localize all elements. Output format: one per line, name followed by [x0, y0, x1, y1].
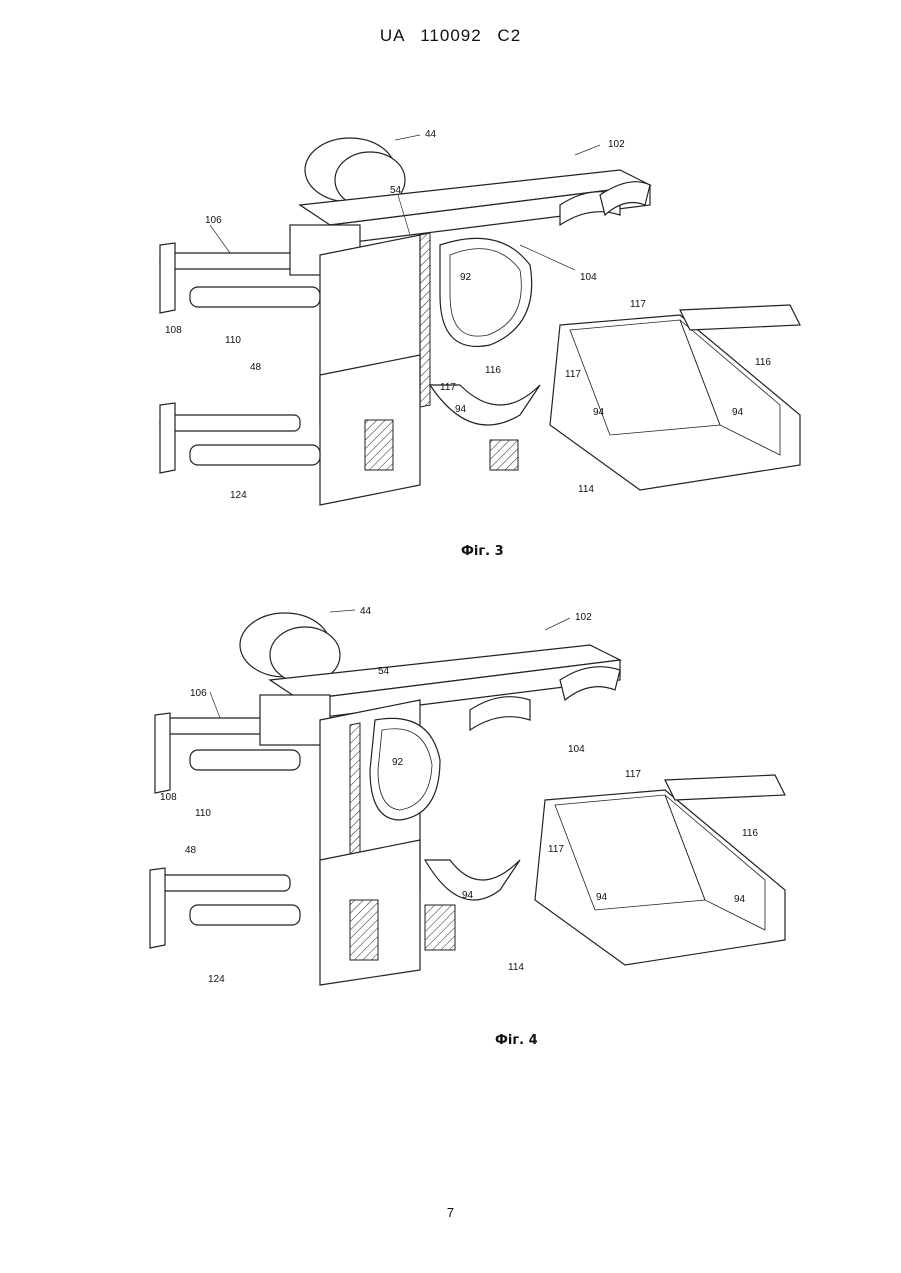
- figure-3-caption: Фіг. 3: [461, 544, 504, 559]
- patent-header: UA 110092 C2: [0, 26, 901, 46]
- fig3-label-124: 124: [230, 490, 247, 501]
- fig3-label-116-a: 116: [755, 357, 771, 368]
- fig4-label-48: 48: [185, 845, 197, 856]
- fig3-label-94-c: 94: [732, 407, 744, 418]
- fig3-label-104: 104: [580, 272, 597, 283]
- fig3-label-44: 44: [425, 129, 437, 140]
- fig4-label-117-b: 117: [548, 844, 564, 855]
- fig3-label-54: 54: [390, 185, 402, 196]
- page-number: 7: [0, 1205, 901, 1220]
- fig3-label-94-b: 94: [593, 407, 605, 418]
- fig3-label-106: 106: [205, 215, 222, 226]
- fig4-label-110: 110: [195, 808, 211, 819]
- fig3-label-114: 114: [578, 484, 594, 495]
- fig4-label-117-a: 117: [625, 769, 641, 780]
- fig3-label-94-a: 94: [455, 404, 467, 415]
- fig3-label-110: 110: [225, 335, 241, 346]
- fig4-label-124: 124: [208, 974, 225, 985]
- fig3-label-92: 92: [460, 272, 472, 283]
- fig3-label-48: 48: [250, 362, 262, 373]
- fig4-label-116: 116: [742, 828, 758, 839]
- fig3-label-116-b: 116: [485, 365, 501, 376]
- fig3-label-117-c: 117: [565, 369, 581, 380]
- fig3-label-117-b: 117: [440, 382, 456, 393]
- fig4-label-92: 92: [392, 757, 404, 768]
- figure-4-caption: Фіг. 4: [495, 1033, 538, 1048]
- fig3-label-108: 108: [165, 325, 182, 336]
- fig3-label-102: 102: [608, 139, 625, 150]
- fig4-label-104: 104: [568, 744, 585, 755]
- fig4-label-114: 114: [508, 962, 524, 973]
- fig4-label-94-a: 94: [462, 890, 474, 901]
- fig3-label-117-a: 117: [630, 299, 646, 310]
- figure-4-drawing: 44 102 106 54 92 104 108 110 117 116 48 …: [120, 600, 810, 1000]
- fig4-label-102: 102: [575, 612, 592, 623]
- fig4-label-94-b: 94: [596, 892, 608, 903]
- fig4-label-108: 108: [160, 792, 177, 803]
- figure-3-drawing: 44 102 106 54 92 104 108 110 117 116 48 …: [120, 125, 810, 525]
- fig4-label-54: 54: [378, 666, 390, 677]
- fig4-label-44: 44: [360, 606, 372, 617]
- fig4-label-106: 106: [190, 688, 207, 699]
- fig4-label-94-c: 94: [734, 894, 746, 905]
